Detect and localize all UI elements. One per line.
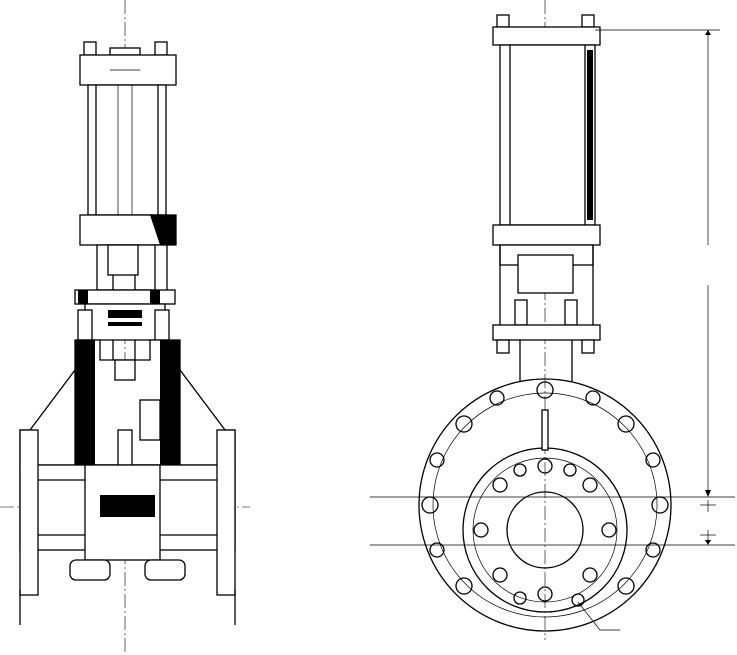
cylinder-top-cap-right: [492, 26, 601, 46]
bore: [506, 491, 584, 569]
side-view: [370, 0, 735, 640]
gate-disc: [100, 495, 155, 517]
pipe-ends: [19, 429, 236, 625]
inner-bolt-holes: [473, 458, 617, 607]
cylinder-bottom-flange-right: [492, 224, 601, 246]
top-nuts: [83, 41, 168, 56]
valve-body: [19, 339, 236, 481]
bottom-feet: [69, 559, 186, 581]
cylinder-body-right: [499, 44, 596, 226]
bonnet-flange-right: [492, 324, 601, 341]
flange-hatch: [150, 215, 176, 245]
cylinder-body: [87, 84, 167, 216]
flange-face: [418, 378, 672, 632]
dimension-lines: [370, 29, 735, 631]
leader-line: [577, 601, 620, 631]
section-view: [0, 0, 250, 655]
top-nuts-right: [496, 14, 595, 28]
bonnet: [74, 289, 176, 341]
